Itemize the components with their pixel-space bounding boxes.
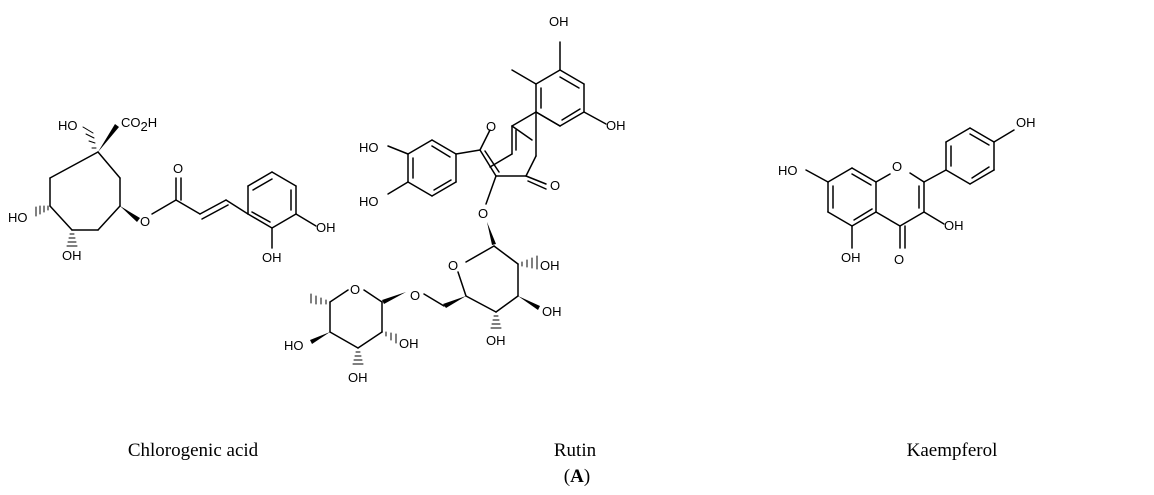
- ho-label: HO: [58, 118, 78, 133]
- ring-o-label: O: [486, 119, 496, 134]
- carbonyl-o-label: O: [173, 161, 183, 176]
- rhamnose-ring: [329, 289, 383, 349]
- hash-bond: [521, 255, 538, 270]
- oh-label: OH: [486, 333, 506, 348]
- kaempferol-structure: HO OH O O OH OH: [778, 115, 1036, 267]
- phenyl-b-ring: [945, 127, 995, 185]
- caption-rutin: Rutin: [553, 440, 597, 461]
- ester-o-label: O: [140, 214, 150, 229]
- oh-label: OH: [316, 220, 336, 235]
- oh-label: OH: [549, 14, 569, 29]
- hash-bond: [490, 315, 502, 329]
- ring-o-label: O: [892, 159, 902, 174]
- wedge-bond: [98, 124, 119, 152]
- wedge-bond: [518, 296, 540, 310]
- caption-kaempferol: Kaempferol: [906, 440, 998, 461]
- linkage-o-label: O: [410, 288, 420, 303]
- hash-bond: [310, 293, 327, 305]
- oh-label: OH: [542, 304, 562, 319]
- hash-bond: [82, 126, 97, 149]
- oh-label: OH: [62, 248, 82, 263]
- oh-label: OH: [348, 370, 368, 385]
- wedge-bond: [120, 206, 140, 222]
- hash-bond: [385, 331, 397, 344]
- wedge-bond: [382, 292, 406, 304]
- caption-chlorogenic-acid: Chlorogenic acid: [127, 440, 259, 461]
- hash-bond: [352, 351, 364, 365]
- oh-label: OH: [606, 118, 626, 133]
- glycosidic-o-label: O: [478, 206, 488, 221]
- co2h-label: CO2H: [121, 115, 157, 134]
- ho-label: HO: [284, 338, 304, 353]
- wedge-bond: [487, 222, 496, 245]
- oh-label: OH: [1016, 115, 1036, 130]
- wedge-bond: [310, 332, 330, 344]
- oh-label: OH: [841, 250, 861, 265]
- carbonyl-o-label: O: [550, 178, 560, 193]
- glucose-ring: [457, 245, 519, 313]
- hash-bond: [66, 233, 78, 247]
- quinic-ring: [49, 151, 121, 231]
- panel-label: (A): [563, 466, 591, 487]
- wedge-bond: [443, 296, 466, 308]
- oh-label: OH: [540, 258, 560, 273]
- chromone-a-ring: [827, 167, 877, 227]
- ring-o-label: O: [350, 282, 360, 297]
- oh-label: OH: [944, 218, 964, 233]
- caffeoyl-ring: [247, 171, 297, 229]
- catechol-b-ring: [407, 139, 457, 197]
- hash-bond: [35, 205, 49, 217]
- chromone-a-ring: [535, 69, 585, 127]
- ho-label: HO: [778, 163, 798, 178]
- oh-label: OH: [399, 336, 419, 351]
- ring-o-label: O: [448, 258, 458, 273]
- rutin-structure: OH OH O O O: [284, 14, 626, 385]
- ho-label: HO: [8, 210, 28, 225]
- ho-label: HO: [359, 140, 379, 155]
- carbonyl-o-label: O: [894, 252, 904, 267]
- ho-label: HO: [359, 194, 379, 209]
- oh-label: OH: [262, 250, 282, 265]
- chlorogenic-acid-structure: HO CO2H HO OH O O: [8, 115, 336, 265]
